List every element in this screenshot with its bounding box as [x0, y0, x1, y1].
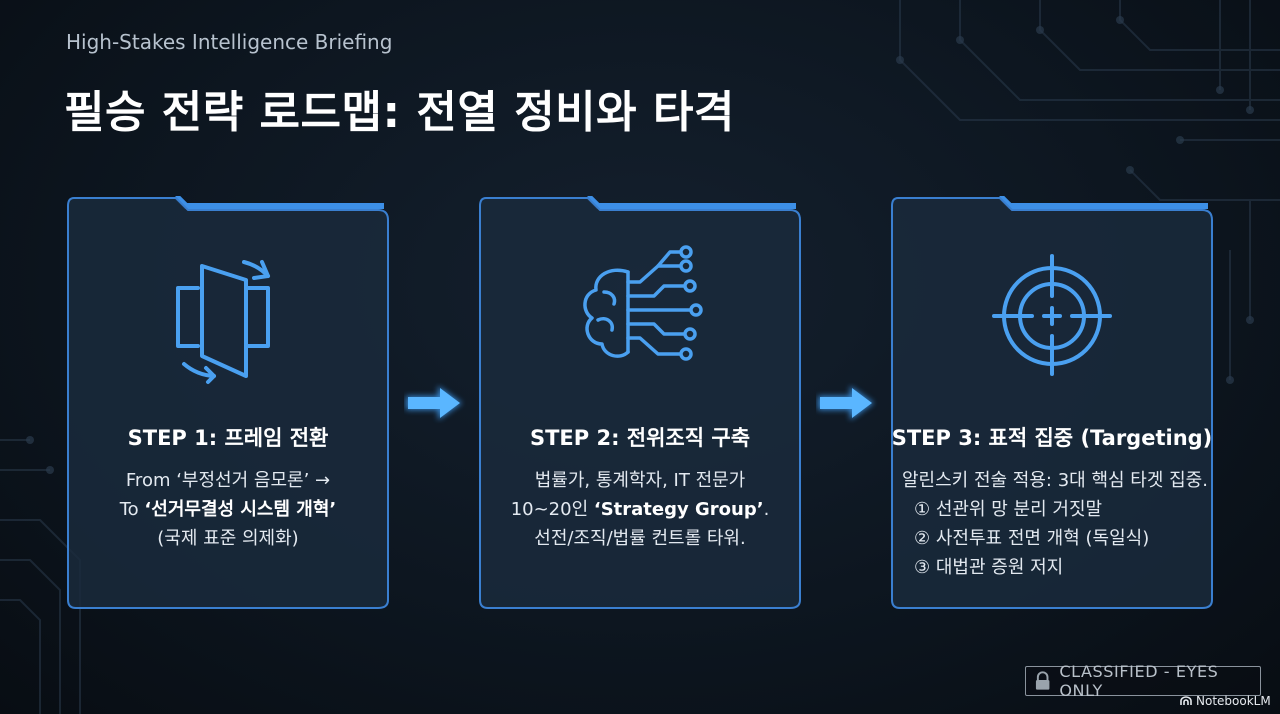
- notebooklm-watermark: NotebookLM: [1180, 694, 1271, 708]
- step-text: To: [119, 499, 145, 520]
- step-body: 법률가, 통계학자, IT 전문가 10~20인 ‘Strategy Group…: [478, 466, 802, 553]
- step-title: STEP 1: 프레임 전환: [127, 426, 329, 450]
- step-line: 10~20인 ‘Strategy Group’.: [478, 495, 802, 524]
- classified-badge: CLASSIFIED - EYES ONLY: [1025, 662, 1261, 700]
- slide-kicker: High-Stakes Intelligence Briefing: [66, 30, 393, 54]
- step-card-1: STEP 1: 프레임 전환 From ‘부정선거 음모론’ → To ‘선거무…: [66, 196, 390, 610]
- slide-title: 필승 전략 로드맵: 전열 정비와 타격: [64, 87, 735, 138]
- list-item: ② 사전투표 전면 개혁 (독일식): [914, 528, 1150, 549]
- step-line: To ‘선거무결성 시스템 개혁’: [66, 495, 390, 524]
- arrow-right-icon: [818, 386, 874, 420]
- card-frame: [891, 196, 1213, 609]
- card-frame: [67, 196, 389, 609]
- step-line: (국제 표준 의제화): [157, 528, 299, 549]
- step-highlight: ‘Strategy Group’: [593, 499, 764, 520]
- frame-rotate-icon: [176, 260, 270, 384]
- list-item: ③ 대법관 증원 저지: [914, 557, 1064, 578]
- step-text: 10~20인: [510, 499, 594, 520]
- step-body: From ‘부정선거 음모론’ → To ‘선거무결성 시스템 개혁’ (국제 …: [66, 466, 390, 553]
- step-title: STEP 3: 표적 집중 (Targeting): [891, 426, 1213, 450]
- step-line: From ‘부정선거 음모론’ →: [125, 470, 331, 491]
- step-body: 알린스키 전술 적용: 3대 핵심 타겟 집중. ① 선관위 망 분리 거짓말 …: [902, 466, 1214, 582]
- step-line: 선전/조직/법률 컨트롤 타워.: [534, 528, 746, 549]
- step-line: 알린스키 전술 적용: 3대 핵심 타겟 집중.: [902, 470, 1208, 491]
- card-frame: [479, 196, 801, 609]
- notebooklm-logo-icon: [1180, 696, 1192, 705]
- step-card-2: STEP 2: 전위조직 구축 법률가, 통계학자, IT 전문가 10~20인…: [478, 196, 802, 610]
- step-card-3: STEP 3: 표적 집중 (Targeting) 알린스키 전술 적용: 3대…: [890, 196, 1214, 610]
- badge-text: CLASSIFIED - EYES ONLY: [1059, 662, 1219, 700]
- step-title: STEP 2: 전위조직 구축: [529, 426, 751, 450]
- lock-icon: [1035, 671, 1050, 690]
- brand-text: NotebookLM: [1196, 694, 1271, 708]
- step-text: .: [763, 499, 770, 520]
- brain-network-icon: [583, 245, 703, 361]
- crosshair-target-icon: [992, 254, 1112, 376]
- arrow-right-icon: [406, 386, 462, 420]
- step-line: 법률가, 통계학자, IT 전문가: [534, 470, 746, 491]
- list-item: ① 선관위 망 분리 거짓말: [914, 499, 1103, 520]
- step-highlight: ‘선거무결성 시스템 개혁’: [144, 499, 337, 520]
